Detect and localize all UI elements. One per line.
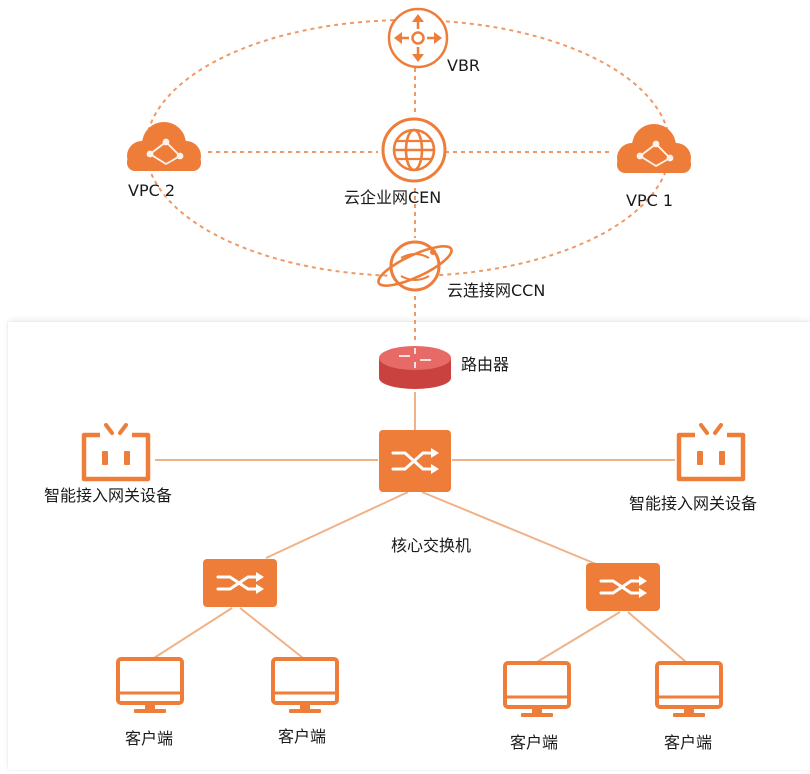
client-1-monitor-icon	[116, 657, 184, 713]
ccn-orbit-icon	[377, 240, 453, 292]
cen-label: 云企业网CEN	[344, 188, 442, 207]
client-3-monitor-icon	[503, 661, 571, 717]
client-3-label: 客户端	[510, 733, 559, 752]
switch-right-icon	[586, 563, 660, 611]
client-2-monitor-icon	[271, 657, 339, 713]
vpc1-cloud-icon	[617, 124, 691, 173]
core-switch-icon	[379, 430, 451, 492]
link-switch-client-2	[239, 607, 304, 659]
link-core-switch-right	[421, 491, 597, 565]
vpc2-cloud-icon	[127, 122, 201, 171]
lan-connections	[153, 392, 687, 663]
core-switch-label: 核心交换机	[391, 536, 472, 555]
link-switch-client-3	[536, 611, 621, 663]
vbr-icon	[387, 7, 449, 69]
vbr-label: VBR	[447, 56, 481, 75]
link-switch-client-1	[153, 607, 233, 659]
client-2-label: 客户端	[278, 727, 327, 746]
ccn-label: 云连接网CCN	[447, 281, 546, 300]
gateway-right-label: 智能接入网关设备	[629, 494, 758, 513]
link-core-switch-left	[265, 491, 409, 559]
client-4-monitor-icon	[655, 661, 723, 717]
vpc2-label: VPC 2	[128, 181, 176, 200]
gateway-right-icon	[676, 423, 746, 482]
gateway-left-icon	[81, 423, 151, 482]
router-label: 路由器	[461, 355, 510, 374]
client-1-label: 客户端	[125, 729, 174, 748]
client-4-label: 客户端	[664, 733, 713, 752]
cen-globe-icon	[381, 117, 447, 183]
vpc1-label: VPC 1	[626, 191, 674, 210]
router-icon	[379, 346, 451, 389]
link-switch-client-4	[627, 611, 687, 663]
switch-left-icon	[203, 559, 277, 607]
gateway-left-label: 智能接入网关设备	[44, 486, 173, 505]
